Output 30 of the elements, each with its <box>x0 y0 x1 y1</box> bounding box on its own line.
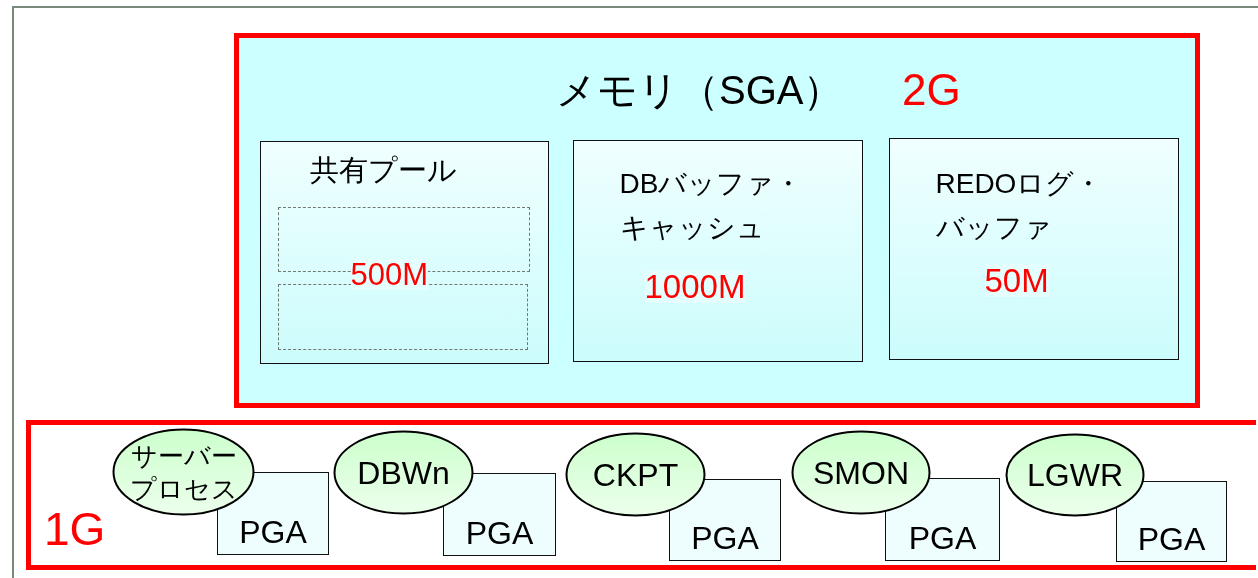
box-title: メモリ（SGA） <box>556 67 844 114</box>
pga-label: PGA <box>690 522 760 554</box>
memory-area-box <box>234 33 1200 408</box>
process-name: CKPT <box>592 455 679 495</box>
pga-label: PGA <box>907 522 978 554</box>
process-name: LGWR <box>1027 456 1123 495</box>
box-title: REDOログ・バッファ <box>935 166 1104 245</box>
box-title: 共有プール <box>309 152 457 188</box>
process-name: SMON <box>813 453 909 493</box>
component-box <box>260 141 549 364</box>
size-label: 500M <box>350 258 429 290</box>
component-box <box>889 138 1179 360</box>
pga-label: PGA <box>238 516 308 548</box>
pga-label: PGA <box>1136 523 1207 555</box>
component-box <box>573 140 863 362</box>
box-title: DBバッファ・キャッシュ <box>619 166 804 245</box>
process-name: サーバープロセス <box>128 439 239 505</box>
pga-label: PGA <box>464 517 535 549</box>
size-label: 1G <box>44 502 106 557</box>
process-ellipse <box>333 430 474 515</box>
process-area-box <box>26 420 1256 570</box>
process-ellipse <box>565 432 706 517</box>
size-label: 1000M <box>644 269 746 303</box>
size-label: 50M <box>984 263 1049 297</box>
size-label: 2G <box>902 64 961 116</box>
process-ellipse <box>112 428 255 516</box>
process-ellipse <box>791 430 931 515</box>
dashed-box <box>277 283 528 350</box>
process-name: DBWn <box>357 453 450 493</box>
process-ellipse <box>1005 433 1145 517</box>
